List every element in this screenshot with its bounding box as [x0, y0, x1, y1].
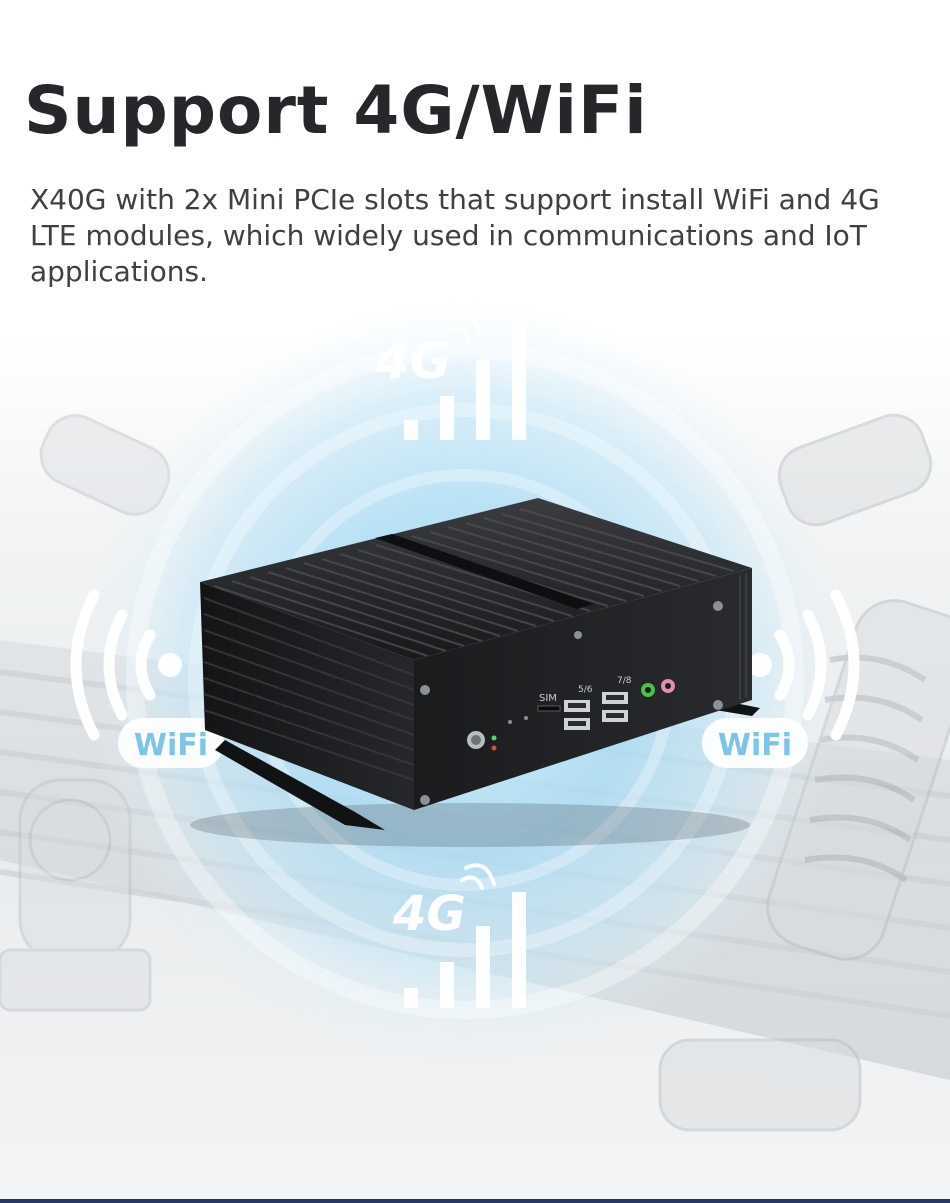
bottom-divider: [0, 1199, 950, 1203]
sim-label: SIM: [539, 693, 557, 704]
signal-bars-icon: [404, 892, 526, 1008]
radio-wave-icon: [446, 313, 482, 340]
mini-pc-device: [190, 498, 760, 847]
radio-wave-icon: [460, 863, 496, 890]
usb-port-group-right: [602, 692, 628, 722]
wifi-badge-left-label: WiFi: [134, 728, 208, 763]
radio-wave-icon: [70, 589, 156, 741]
wifi-dot-left: [158, 653, 182, 677]
status-leds: [491, 716, 528, 751]
sim-slot: [537, 705, 561, 712]
product-description: X40G with 2x Mini PCIe slots that suppor…: [30, 183, 880, 288]
robot-arm-right: [658, 413, 950, 1132]
heatsink-fins: [213, 508, 735, 657]
network-badge-top: 4G: [374, 332, 451, 390]
wifi-badge-right: [702, 718, 808, 768]
wifi-dot-right: [748, 653, 772, 677]
network-badge-bottom: 4G: [392, 886, 466, 942]
screw: [420, 601, 723, 805]
wifi-badge-left: [118, 718, 224, 768]
audio-jack-icon: [641, 679, 675, 697]
usb-port-group-left: [564, 700, 590, 730]
page-title: Support 4G/WiFi: [24, 72, 648, 149]
usb-icon: 7/8: [617, 676, 632, 686]
signal-bars-icon: [404, 324, 526, 440]
radio-wave-icon: [774, 589, 860, 741]
robot-arm-left: [0, 414, 171, 1012]
usb-icon: 5/6: [578, 685, 593, 695]
wifi-badge-right-label: WiFi: [718, 728, 792, 763]
power-button-icon: [467, 731, 485, 749]
